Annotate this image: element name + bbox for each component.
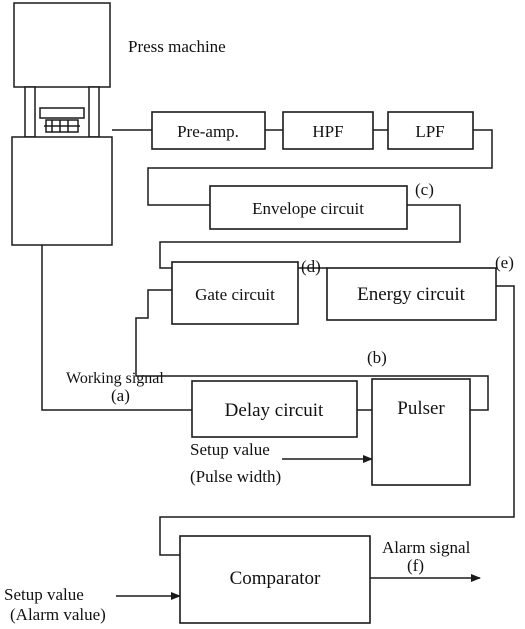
marker-e: (e) bbox=[495, 253, 514, 272]
gate-circuit-label: Gate circuit bbox=[195, 285, 275, 304]
working-signal-label: Working signal bbox=[66, 370, 164, 387]
setup-alarm-label-line2: (Alarm value) bbox=[10, 605, 106, 624]
press-machine-head bbox=[13, 2, 111, 88]
energy-circuit-block bbox=[326, 267, 497, 321]
wire-pulser-feedback bbox=[135, 289, 489, 411]
gate-circuit-block bbox=[171, 261, 299, 325]
setup-alarm-label-line1: Setup value bbox=[4, 585, 84, 604]
press-machine-column-right bbox=[88, 86, 100, 138]
wire-envelope-to-gate bbox=[159, 204, 461, 269]
pulser-label: Pulser bbox=[397, 398, 445, 419]
wire-lpf-to-envelope bbox=[147, 129, 493, 206]
wire-working-signal bbox=[41, 245, 192, 411]
energy-circuit-label: Energy circuit bbox=[357, 284, 466, 305]
alarm-signal-label: Alarm signal bbox=[382, 538, 471, 557]
lpf-block bbox=[387, 111, 474, 150]
marker-f: (f) bbox=[407, 556, 424, 575]
marker-b: (b) bbox=[367, 348, 387, 367]
press-machine-die-detail bbox=[44, 120, 80, 132]
envelope-circuit-label: Envelope circuit bbox=[252, 199, 364, 218]
setup-pulse-label-line2: (Pulse width) bbox=[190, 467, 281, 486]
comparator-label: Comparator bbox=[230, 568, 321, 589]
marker-a: (a) bbox=[111, 386, 130, 405]
press-machine-column-left bbox=[24, 86, 36, 138]
preamp-block bbox=[151, 111, 266, 150]
setup-pulse-label-line1: Setup value bbox=[190, 440, 270, 459]
envelope-circuit-block bbox=[209, 185, 408, 230]
wire-energy-to-comparator bbox=[159, 285, 515, 556]
lpf-label: LPF bbox=[415, 122, 444, 141]
press-machine-label: Press machine bbox=[128, 37, 226, 56]
delay-circuit-label: Delay circuit bbox=[225, 400, 324, 421]
hpf-block bbox=[282, 111, 374, 150]
comparator-block bbox=[179, 535, 371, 624]
pulser-block bbox=[371, 378, 471, 486]
hpf-label: HPF bbox=[312, 122, 343, 141]
delay-circuit-block bbox=[191, 380, 358, 438]
press-machine-ram bbox=[39, 107, 85, 119]
signal-wires bbox=[41, 129, 515, 600]
press-machine bbox=[11, 2, 113, 246]
marker-d: (d) bbox=[301, 257, 321, 276]
press-machine-bed bbox=[11, 136, 113, 246]
marker-c: (c) bbox=[415, 180, 434, 199]
preamp-label: Pre-amp. bbox=[177, 122, 239, 141]
